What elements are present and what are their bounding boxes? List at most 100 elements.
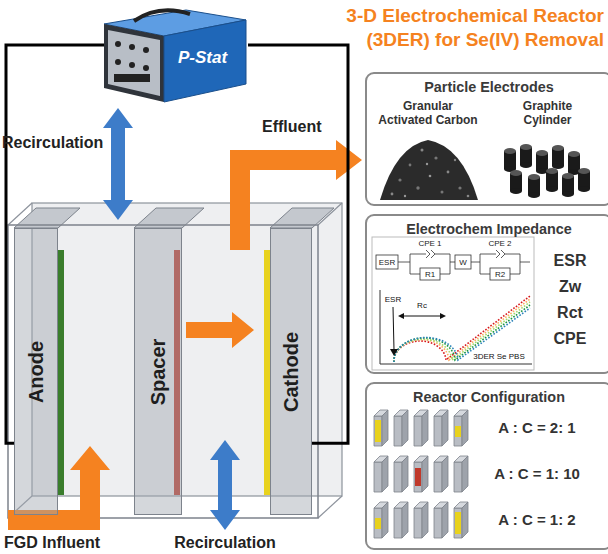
device-label: P-Stat (178, 48, 227, 68)
activated-carbon-pile-part (434, 156, 437, 159)
configuration-icons-part (414, 502, 428, 538)
graphite-cylinders-part (562, 173, 574, 197)
plot-label: ESR (382, 295, 404, 304)
impedance-figure-part (510, 274, 520, 275)
ratio-label: A : C = 1: 10 (474, 465, 600, 482)
configuration-icons-part (414, 410, 428, 446)
configuration-icons-part (394, 456, 408, 492)
flow-label: Effluent (262, 118, 334, 136)
configuration-icons-part (414, 456, 428, 492)
impedance-figure-part (480, 254, 496, 255)
title: 3-D Electrochemical Reactor (3DER) for S… (318, 4, 604, 52)
potentiostat-drawing-part (129, 62, 135, 68)
potentiostat-drawing-part (129, 44, 135, 50)
graphite-cylinders-part (552, 145, 564, 169)
graphite-cylinders-part (546, 168, 558, 192)
configuration-icons-part (454, 410, 468, 446)
potentiostat-drawing-part (108, 30, 160, 96)
activated-carbon-pile-part (429, 175, 432, 178)
impedance-figure-part (435, 254, 450, 255)
graphite-cylinders-part (528, 174, 540, 198)
panel-title: Reactor Configuration (367, 387, 608, 407)
potentiostat-drawing-part (115, 41, 121, 47)
activated-carbon-pile-part (416, 186, 419, 189)
configuration-icons-part (455, 426, 461, 437)
impedance-figure-part (426, 250, 435, 258)
impedance-figure-part (471, 262, 480, 263)
plate-label: Anode (24, 340, 48, 402)
plate-label: Cathode (279, 332, 303, 412)
impedance-figure-part (420, 268, 440, 280)
impedance-figure-part (398, 313, 404, 319)
configuration-icons (374, 410, 468, 538)
impedance-figure (372, 237, 534, 370)
reactor-back-part (318, 496, 342, 518)
activated-carbon-pile-part (421, 149, 424, 152)
graphite-cylinders-part (504, 148, 516, 172)
graphite-cylinders-part (578, 168, 590, 192)
configuration-icons-part (415, 468, 421, 486)
activated-carbon-pile-part (426, 163, 428, 165)
impedance-figure-part (380, 290, 532, 364)
impedance-figure-part (440, 274, 450, 275)
impedance-figure-part (520, 262, 530, 263)
flow-label: Recirculation (170, 534, 280, 552)
graphite-cylinders (504, 144, 590, 198)
parameter-label: CPE (540, 330, 600, 348)
activated-carbon-pile-part (441, 191, 444, 194)
circuit-label: ESR (376, 258, 398, 267)
impedance-figure-part (505, 254, 520, 255)
activated-carbon-pile-part (454, 159, 456, 161)
potentiostat: P-Stat (104, 4, 248, 104)
cathode-plate: Cathode (270, 228, 312, 515)
impedance-figure-part (410, 254, 411, 274)
activated-carbon-pile-part (380, 140, 478, 200)
circuit-label: CPE 2 (480, 239, 520, 248)
potentiostat-drawing-part (143, 65, 149, 71)
graphite-cylinders-part (510, 170, 522, 194)
configuration-icons-part (375, 518, 381, 529)
activated-carbon-pile-part (404, 195, 406, 197)
impedance-figure-part (393, 307, 394, 350)
parameter-label: Zw (540, 278, 600, 296)
impedance-figure-part (520, 254, 521, 274)
info-panel: Particle Electrodes (365, 72, 608, 206)
impedance-figure-part (402, 316, 442, 317)
impedance-figure-part (376, 255, 398, 269)
impedance-figure-part (450, 254, 451, 274)
potentiostat-drawing-part (134, 10, 190, 21)
potentiostat-drawing-part (104, 24, 164, 102)
configuration-icons-part (454, 502, 468, 538)
configuration-icons-part (394, 410, 408, 446)
circuit-label: R1 (420, 270, 440, 279)
spacer-plate: Spacer (134, 228, 182, 515)
parameter-label: ESR (540, 252, 600, 270)
graphite-cylinders-part (520, 144, 532, 168)
configuration-icons-part (434, 502, 448, 538)
activated-carbon-pile-part (398, 178, 401, 181)
circuit-label: W (455, 258, 471, 267)
configuration-icons-part (434, 410, 448, 446)
panel-title: Particle Electrodes (367, 77, 608, 97)
activated-carbon-pile-part (458, 186, 461, 189)
potentiostat-drawing-part (143, 47, 149, 53)
ratio-label: A : C = 2: 1 (474, 419, 600, 436)
activated-carbon-pile-part (467, 195, 470, 198)
impedance-figure-part (372, 237, 534, 370)
reactor-front (8, 225, 318, 518)
potentiostat-drawing-part (115, 59, 121, 65)
anode-plate: Anode (14, 228, 58, 515)
configuration-icons-part (454, 456, 468, 492)
plate-label: Spacer (146, 338, 170, 405)
impedance-figure-part (490, 268, 510, 280)
flow-arrows-part (210, 440, 240, 530)
impedance-figure-part (410, 254, 426, 255)
electrode-strips-part (58, 250, 64, 495)
potentiostat-drawing-part (164, 20, 246, 102)
reactor-front-part (8, 225, 318, 518)
activated-carbon-pile-part (391, 193, 394, 196)
flow-label: FGD Influent (4, 534, 116, 552)
configuration-icons-part (375, 420, 381, 442)
impedance-figure-part (496, 250, 505, 258)
